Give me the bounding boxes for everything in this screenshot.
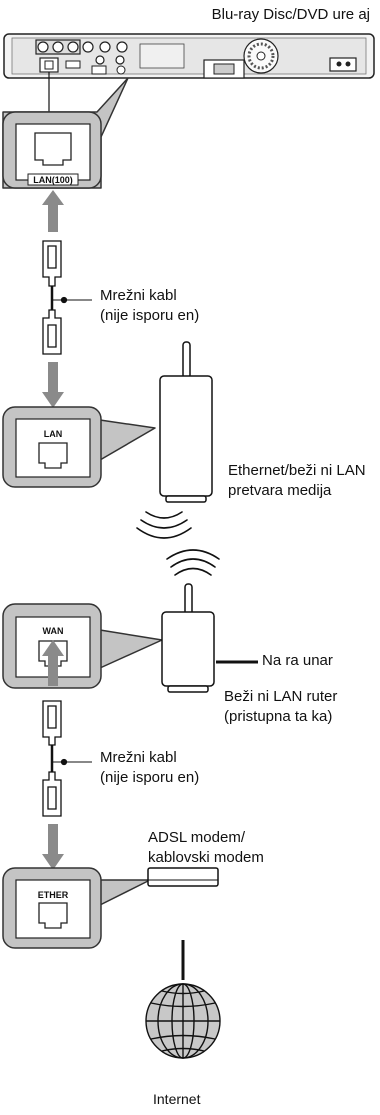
cable-top-label-line2: (nije isporu en) — [100, 307, 200, 324]
bluray-player-rear-panel — [3, 33, 375, 112]
arrow-into-bridge-port — [42, 362, 64, 408]
lan-cable-top — [42, 240, 92, 355]
media-bridge-device — [159, 341, 213, 503]
modem-port-label: ETHER — [38, 890, 69, 900]
bridge-label-line1: Ethernet/beži ni LAN — [228, 462, 366, 479]
modem-label-line1: ADSL modem/ — [148, 829, 245, 846]
player-lan-callout — [2, 77, 129, 189]
router-label-line1: Beži ni LAN ruter — [224, 688, 338, 705]
wireless-router-device — [161, 583, 215, 693]
bridge-port-label: LAN — [44, 429, 63, 439]
cable-top-label-line1: Mrežni kabl — [100, 287, 177, 304]
internet-label: Internet — [153, 1091, 201, 1107]
cable-bottom-label-line1: Mrežni kabl — [100, 749, 177, 766]
cable-bottom-label-line2: (nije isporu en) — [100, 769, 200, 786]
wireless-signal-icon — [136, 511, 220, 576]
computer-label: Na ra unar — [262, 652, 333, 669]
router-wan-callout — [2, 603, 163, 689]
modem-ether-callout — [2, 867, 151, 949]
internet-globe-icon — [145, 983, 221, 1059]
modem-label-line2: kablovski modem — [148, 849, 264, 866]
bridge-lan-callout — [2, 406, 156, 488]
device-title: Blu-ray Disc/DVD ure aj — [212, 6, 370, 23]
router-label-line2: (pristupna ta ka) — [224, 708, 333, 725]
lan-cable-bottom — [42, 700, 92, 817]
modem-device — [147, 867, 219, 887]
arrow-into-player-port — [42, 190, 64, 232]
arrow-into-modem-port — [42, 824, 64, 870]
player-port-label: LAN(100) — [33, 175, 73, 185]
router-wan-port-label: WAN — [43, 626, 64, 636]
arrow-into-router-wan — [42, 640, 64, 686]
bridge-label-line2: pretvara medija — [228, 482, 332, 499]
